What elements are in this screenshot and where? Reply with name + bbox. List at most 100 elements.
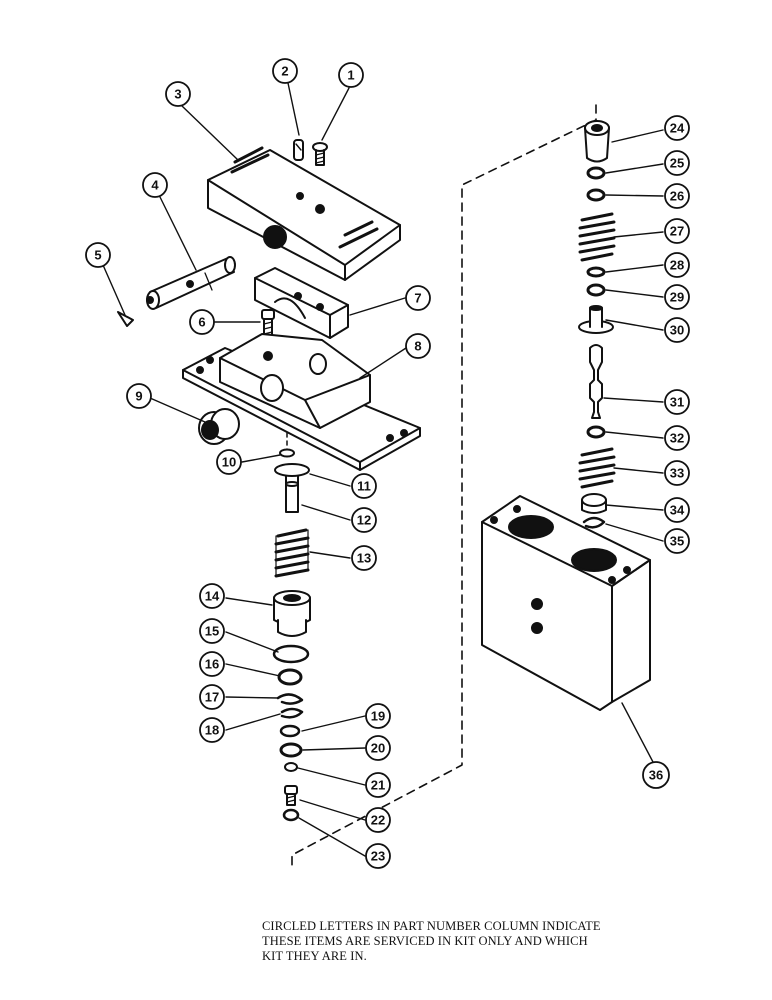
valve-cap-part xyxy=(584,120,610,163)
callout-27-label: 27 xyxy=(670,224,684,239)
callout-7-label: 7 xyxy=(414,291,421,306)
backup-ring-part xyxy=(277,668,303,686)
roll-pin-part xyxy=(293,139,304,161)
callout-26-label: 26 xyxy=(670,189,684,204)
set-screw-part xyxy=(284,785,298,806)
callout-25-label: 25 xyxy=(670,156,684,171)
callout-16-label: 16 xyxy=(205,657,219,672)
callout-28-circle xyxy=(664,252,690,278)
callout-17-circle xyxy=(199,684,225,710)
callout-36-circle xyxy=(642,761,670,789)
ring-part xyxy=(586,166,606,180)
callout-2-circle xyxy=(272,58,298,84)
nut-part xyxy=(282,808,300,822)
callout-9-label: 9 xyxy=(135,389,142,404)
callout-29-circle xyxy=(664,284,690,310)
bushing-part xyxy=(198,408,240,445)
note-line-3: KIT THEY ARE IN. xyxy=(262,949,367,963)
ring-part xyxy=(586,425,606,439)
callout-25-circle xyxy=(664,150,690,176)
callout-21-circle xyxy=(365,772,391,798)
callout-14-circle xyxy=(199,583,225,609)
callout-4-circle xyxy=(142,172,168,198)
callout-22-circle xyxy=(365,807,391,833)
ring-part xyxy=(586,188,606,202)
valve-body-part xyxy=(481,495,651,711)
callout-32-label: 32 xyxy=(670,431,684,446)
callout-10-circle xyxy=(216,449,242,475)
callout-26-circle xyxy=(664,183,690,209)
spring-guide-part xyxy=(578,305,614,334)
callout-24-circle xyxy=(664,115,690,141)
callout-12-circle xyxy=(351,507,377,533)
screw-part xyxy=(312,142,328,166)
kit-service-note: CIRCLED LETTERS IN PART NUMBER COLUMN IN… xyxy=(262,919,682,964)
callout-1-label: 1 xyxy=(347,68,354,83)
callout-22-label: 22 xyxy=(371,813,385,828)
callout-31-label: 31 xyxy=(670,395,684,410)
callout-2-label: 2 xyxy=(281,64,288,79)
callout-13-circle xyxy=(351,545,377,571)
callout-33-label: 33 xyxy=(670,466,684,481)
callout-19-label: 19 xyxy=(371,709,385,724)
callout-18-label: 18 xyxy=(205,723,219,738)
callout-4-label: 4 xyxy=(151,178,159,193)
lower-spring-part xyxy=(578,447,616,489)
callout-1-circle xyxy=(338,62,364,88)
flat-washer-part xyxy=(279,724,301,738)
callout-11-circle xyxy=(351,473,377,499)
callout-27-circle xyxy=(664,218,690,244)
callout-16-circle xyxy=(199,651,225,677)
small-o-ring-part xyxy=(284,762,298,772)
callout-9-circle xyxy=(126,383,152,409)
callout-5-label: 5 xyxy=(94,248,101,263)
callout-28-label: 28 xyxy=(670,258,684,273)
callout-32-circle xyxy=(664,425,690,451)
callout-6-label: 6 xyxy=(198,315,205,330)
callout-34-circle xyxy=(664,497,690,523)
callout-30-label: 30 xyxy=(670,323,684,338)
upper-spring-part xyxy=(578,212,616,262)
snap-ring-part xyxy=(582,516,606,529)
callout-14-label: 14 xyxy=(205,589,220,604)
callout-12-label: 12 xyxy=(357,513,371,528)
compression-spring-part xyxy=(274,528,310,578)
callout-15-circle xyxy=(199,618,225,644)
callout-35-circle xyxy=(664,528,690,554)
ring-part xyxy=(586,283,606,297)
assembly-dashed-line xyxy=(291,104,597,871)
callout-7-circle xyxy=(405,285,431,311)
callout-20-label: 20 xyxy=(371,741,385,756)
callout-11-label: 11 xyxy=(357,479,371,494)
callout-15-label: 15 xyxy=(205,624,219,639)
plunger-part xyxy=(274,463,310,513)
callout-31-circle xyxy=(664,389,690,415)
callout-35-label: 35 xyxy=(670,534,684,549)
cap-screw-part xyxy=(261,309,275,338)
callout-3-circle xyxy=(165,81,191,107)
note-line-2: THESE ITEMS ARE SERVICED IN KIT ONLY AND… xyxy=(262,934,588,948)
retaining-clip-part xyxy=(117,311,134,327)
callout-23-circle xyxy=(365,843,391,869)
callout-20-circle xyxy=(365,735,391,761)
callout-18-circle xyxy=(199,717,225,743)
retainer-part xyxy=(280,707,304,719)
clamp-block-part xyxy=(254,267,349,339)
callout-8-label: 8 xyxy=(414,339,421,354)
callout-24-label: 24 xyxy=(670,121,685,136)
pivot-pin-part xyxy=(146,256,236,310)
callout-23-label: 23 xyxy=(371,849,385,864)
callout-29-label: 29 xyxy=(670,290,684,305)
valve-spool-part xyxy=(589,344,603,419)
callout-33-circle xyxy=(664,460,690,486)
ring-part xyxy=(586,266,606,278)
callout-8-circle xyxy=(405,333,431,359)
callout-5-circle xyxy=(85,242,111,268)
callout-36-label: 36 xyxy=(649,768,663,783)
washer-part xyxy=(279,448,295,458)
note-line-1: CIRCLED LETTERS IN PART NUMBER COLUMN IN… xyxy=(262,919,601,933)
pedal-cap-part xyxy=(207,146,401,281)
callout-3-label: 3 xyxy=(174,87,181,102)
callout-6-circle xyxy=(189,309,215,335)
